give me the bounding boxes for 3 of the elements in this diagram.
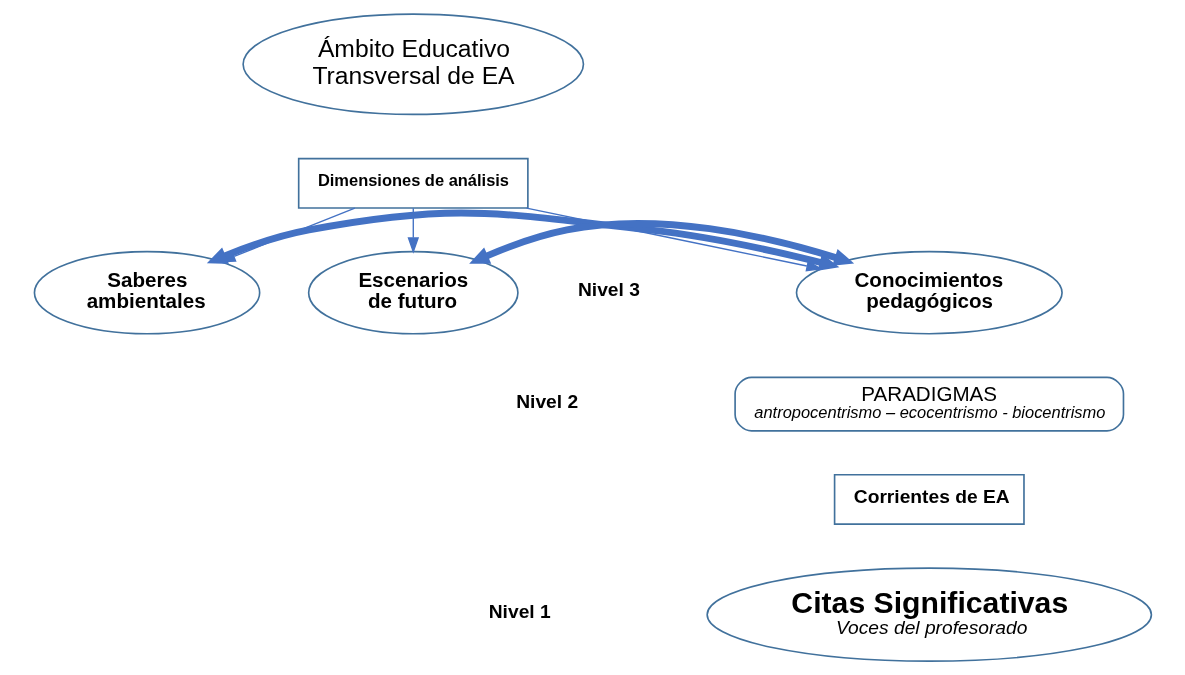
- label: Nivel 3: [577, 279, 640, 301]
- label: Nivel 2: [515, 390, 578, 412]
- label: Nivel 1: [488, 601, 551, 623]
